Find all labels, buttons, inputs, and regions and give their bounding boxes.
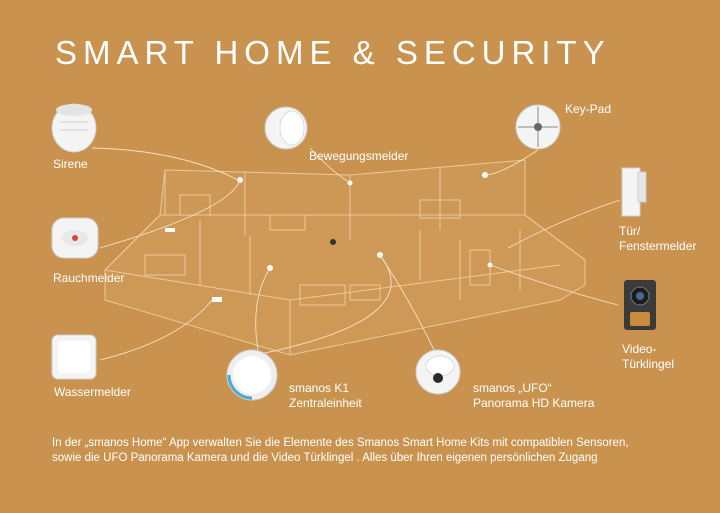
smoke-detector-icon (51, 217, 99, 259)
video-doorbell-label-line1: Video- (622, 342, 657, 356)
control-hub-label-line2: Zentraleinheit (289, 396, 362, 410)
panorama-camera-label-line2: Panorama HD Kamera (473, 396, 595, 410)
door-window-sensor-label-line1: Tür/ (619, 224, 641, 238)
video-doorbell-icon (624, 280, 656, 330)
motion-sensor-icon (264, 106, 308, 150)
keypad-icon (515, 104, 561, 150)
water-sensor-label: Wassermelder (54, 385, 131, 399)
motion-sensor-label: Bewegungsmelder (309, 149, 409, 163)
smoke-detector-label: Rauchmelder (53, 271, 125, 285)
footer-text: In der „smanos Home“ App verwalten Sie d… (52, 436, 629, 466)
water-sensor-icon (51, 334, 97, 380)
page-title: SMART HOME & SECURITY (55, 34, 611, 71)
control-hub-label-line1: smanos K1 (289, 381, 350, 395)
control-hub-icon (226, 349, 278, 401)
door-window-sensor-icon (621, 167, 647, 217)
panorama-camera-label: smanos „UFO“ Panorama HD Kamera (473, 381, 594, 411)
door-window-sensor-label-line2: Fenstermelder (619, 239, 697, 253)
panorama-camera-icon (415, 349, 461, 395)
siren-icon (51, 103, 97, 153)
keypad-label: Key-Pad (565, 102, 612, 116)
door-window-sensor-label: Tür/ Fenstermelder (619, 224, 696, 254)
video-doorbell-label: Video- Türklingel (622, 342, 674, 372)
control-hub-label: smanos K1 Zentraleinheit (289, 381, 362, 411)
siren-label: Sirene (53, 157, 88, 171)
footer-line2: sowie die UFO Panorama Kamera und die Vi… (52, 452, 598, 464)
video-doorbell-label-line2: Türklingel (622, 357, 675, 371)
footer-line1: In der „smanos Home“ App verwalten Sie d… (52, 437, 629, 449)
panorama-camera-label-line1: smanos „UFO“ (473, 381, 552, 395)
